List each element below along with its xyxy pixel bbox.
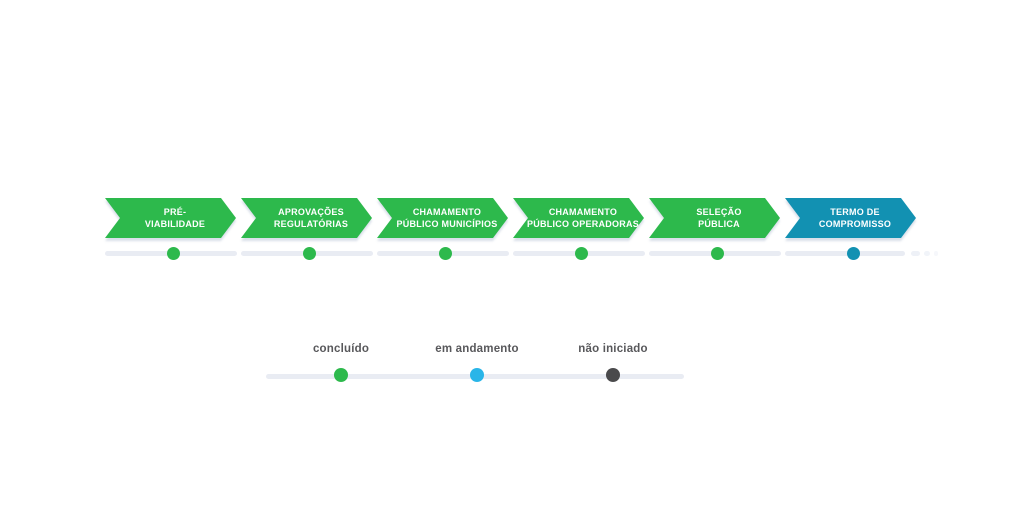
timeline-segment bbox=[785, 251, 905, 256]
process-flow: PRÉ- VIABILIDADE APROVAÇÕES REGULATÓRIAS C… bbox=[105, 198, 921, 238]
timeline-dash bbox=[934, 251, 938, 256]
step-arrow: CHAMAMENTO PÚBLICO MUNICÍPIOS bbox=[377, 198, 508, 238]
step-status-dot bbox=[438, 247, 452, 260]
legend-dot bbox=[334, 368, 348, 382]
legend-label: não iniciado bbox=[578, 343, 648, 355]
step-status-dot bbox=[846, 247, 860, 260]
step-arrow: TERMO DE COMPROMISSO bbox=[785, 198, 916, 238]
legend-label: em andamento bbox=[435, 343, 519, 355]
legend-dot bbox=[470, 368, 484, 382]
legend-dot bbox=[606, 368, 620, 382]
step-label: TERMO DE COMPROMISSO bbox=[818, 206, 892, 229]
step-label: PRÉ- VIABILIDADE bbox=[144, 206, 206, 229]
step-label: APROVAÇÕES REGULATÓRIAS bbox=[273, 206, 349, 229]
legend-label: concluído bbox=[312, 343, 370, 355]
step-status-dot bbox=[710, 247, 724, 260]
step-arrow: APROVAÇÕES REGULATÓRIAS bbox=[241, 198, 372, 238]
step-status-dot bbox=[574, 247, 588, 260]
timeline-dash bbox=[924, 251, 930, 256]
step-arrow: CHAMAMENTO PÚBLICO OPERADORAS bbox=[513, 198, 644, 238]
step-arrow: PRÉ- VIABILIDADE bbox=[105, 198, 236, 238]
timeline-dash bbox=[911, 251, 920, 256]
step-label: CHAMAMENTO PÚBLICO MUNICÍPIOS bbox=[396, 206, 498, 229]
step-arrow: SELEÇÃO PÚBLICA bbox=[649, 198, 780, 238]
step-status-dot bbox=[166, 247, 180, 260]
step-label: CHAMAMENTO PÚBLICO OPERADORAS bbox=[526, 206, 639, 229]
step-status-dot bbox=[302, 247, 316, 260]
step-label: SELEÇÃO PÚBLICA bbox=[696, 206, 742, 229]
